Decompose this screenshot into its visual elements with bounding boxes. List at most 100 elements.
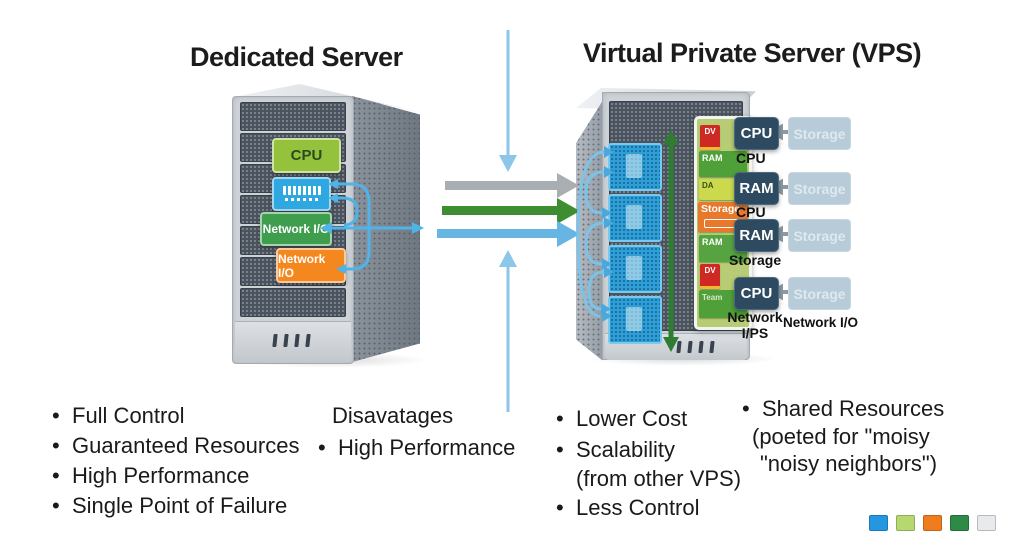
stack-label: Team <box>702 293 723 302</box>
sub-label-network-line2: I/PS <box>741 325 769 341</box>
down-arrow <box>499 30 517 172</box>
gray-arrow <box>445 173 579 198</box>
ram-stick-icon <box>282 186 321 202</box>
vm-chip-ram-2: RAM <box>734 219 779 252</box>
chip-label: CPU <box>740 125 773 142</box>
bullet-icon: • <box>52 463 60 488</box>
legend-swatch-lightgreen <box>896 515 915 531</box>
cpu-box-label: CPU <box>290 147 323 164</box>
dedicated-list-item: • Guaranteed Resources <box>52 433 299 459</box>
left-tower-bezel <box>235 321 351 362</box>
bullet-icon: • <box>52 493 60 518</box>
network-io-label: Network I/O <box>262 222 330 236</box>
list-text: Full Control <box>72 403 185 428</box>
bullet-icon: • <box>52 433 60 458</box>
vm-module-3 <box>608 245 662 293</box>
vm-module-4 <box>608 296 662 344</box>
bullet-icon: • <box>742 396 750 421</box>
stack-label: DV <box>704 266 716 275</box>
led-indicator <box>294 334 300 347</box>
stack-label: Storage <box>701 203 741 215</box>
middle-list-heading: Disavatages <box>332 403 454 428</box>
vent-slot <box>240 288 346 317</box>
dedicated-server-title: Dedicated Server <box>190 42 403 72</box>
led-indicator <box>676 341 682 353</box>
led-indicator <box>305 334 311 347</box>
vps-list-item: • Scalability <box>556 437 675 463</box>
list-text: Shared Resources <box>762 396 945 421</box>
network-io-label: Network I/O <box>278 251 326 280</box>
list-text: Scalability <box>576 437 676 462</box>
sub-label-cpu-1: CPU <box>736 150 766 166</box>
ram-box <box>272 177 331 211</box>
vps-list2-continuation: (poeted for "moisy <box>752 424 930 449</box>
storage-label: Storage <box>793 125 846 142</box>
vps-list-item: • Less Control <box>556 495 700 521</box>
led-indicator <box>709 341 715 353</box>
vm-module-2 <box>608 194 662 242</box>
stack-dv-box-2: DV <box>700 264 720 289</box>
storage-to-chip-arrows <box>767 123 788 301</box>
vps-list2-continuation: "noisy neighbors") <box>760 451 938 476</box>
led-indicator <box>283 334 289 347</box>
storage-label: Storage <box>793 285 846 302</box>
left-tower-side-face <box>352 96 420 362</box>
list-text: Lower Cost <box>576 406 688 431</box>
stack-label: RAM <box>702 237 723 247</box>
bullet-icon: • <box>556 495 564 520</box>
bullet-icon: • <box>52 403 60 428</box>
up-arrow <box>499 250 517 412</box>
vm-module-1 <box>608 143 662 191</box>
vps-title: Virtual Private Server (VPS) <box>583 38 922 68</box>
stack-label: DA <box>702 181 714 190</box>
storage-box-1: Storage <box>788 117 851 150</box>
dedicated-list-item: •High Performance <box>52 463 249 489</box>
legend-swatch-darkgreen <box>950 515 969 531</box>
network-io-box-green: Network I/O <box>260 212 332 246</box>
storage-label: Storage <box>793 227 846 244</box>
legend-swatch-blue <box>869 515 888 531</box>
storage-box-2: Storage <box>788 172 851 205</box>
sub-label-storage: Storage <box>729 252 782 268</box>
blue-arrow <box>437 221 580 247</box>
legend-swatch-gray <box>977 515 996 531</box>
vps-list-continuation: (from other VPS) <box>576 466 742 491</box>
hypervisor-stack-panel: DV RAM DA Storage RAM DV Team <box>694 116 752 330</box>
vent-slot <box>240 102 346 131</box>
led-indicator <box>698 341 704 353</box>
vm-chip-cpu-2: CPU <box>734 277 779 310</box>
bullet-icon: • <box>556 406 564 431</box>
dedicated-list-item: • Single Point of Failure <box>52 493 287 519</box>
led-indicator <box>272 334 278 347</box>
sub-label-network-line1: Network <box>727 309 783 325</box>
led-indicator <box>687 341 693 353</box>
vps-list2-item: • Shared Resources <box>742 396 944 422</box>
chip-label: CPU <box>740 285 773 302</box>
storage-box-4: Storage <box>788 277 851 310</box>
middle-list-item: • High Performance <box>318 435 515 461</box>
sub-label-cpu-2: CPU <box>736 204 766 220</box>
cpu-box: CPU <box>272 138 341 173</box>
stack-label: RAM <box>702 153 723 163</box>
chip-label: RAM <box>739 180 774 197</box>
vps-list-item: • Lower Cost <box>556 406 687 432</box>
dedicated-list-item: • Full Control <box>52 403 184 429</box>
stack-label: DV <box>704 127 716 136</box>
list-text: Single Point of Failure <box>72 493 288 518</box>
vm-chip-cpu-1: CPU <box>734 117 779 150</box>
chip-label: RAM <box>739 227 774 244</box>
green-arrow <box>442 198 580 224</box>
storage-box-3: Storage <box>788 219 851 252</box>
list-text: Less Control <box>576 495 700 520</box>
vm-chip-ram-1: RAM <box>734 172 779 205</box>
list-text: High Performance <box>338 435 516 460</box>
network-io-column-label: Network I/O <box>783 315 859 330</box>
list-text: Guaranteed Resources <box>72 433 300 458</box>
right-tower-side-face <box>576 102 602 360</box>
stack-dv-box-1: DV <box>700 125 720 150</box>
bullet-icon: • <box>556 437 564 462</box>
storage-label: Storage <box>793 180 846 197</box>
network-io-box-orange: Network I/O <box>276 248 346 283</box>
bullet-icon: • <box>318 435 326 460</box>
